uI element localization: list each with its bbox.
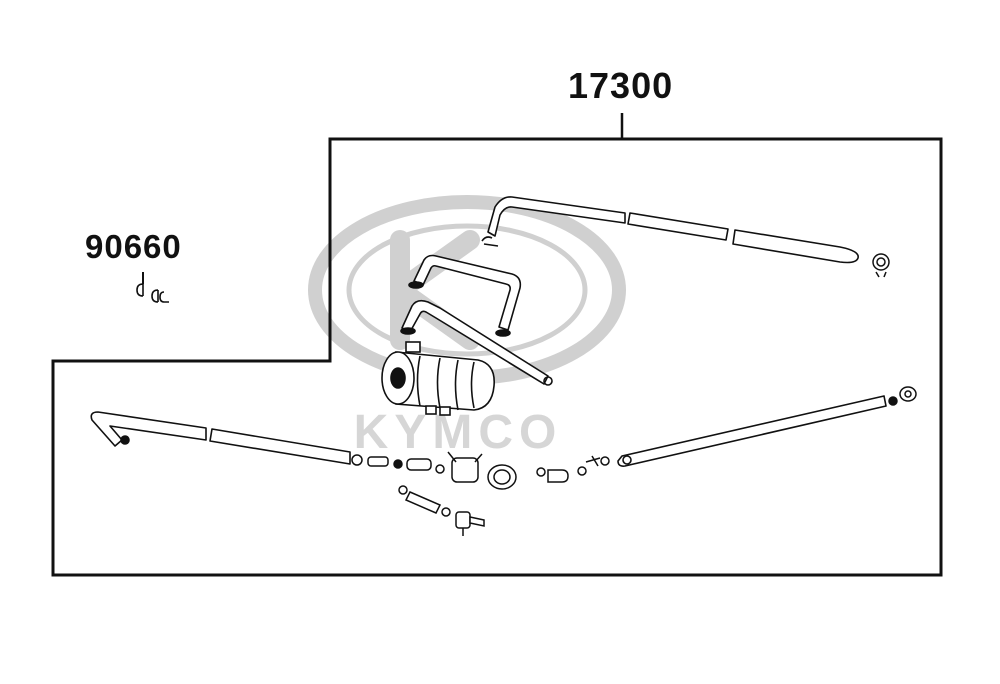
assembly-frame xyxy=(51,137,943,577)
callout-part-number-17300: 17300 xyxy=(568,65,674,106)
watermark-text: KYMCO xyxy=(354,406,563,459)
bent-breather-hose xyxy=(408,254,522,337)
canister-hose xyxy=(400,299,553,386)
solenoid-valve-icon xyxy=(447,451,610,490)
hose-end-fitting-right-icon xyxy=(888,386,917,406)
small-fittings-left xyxy=(351,454,445,474)
watermark-logo xyxy=(308,195,626,385)
left-long-hose xyxy=(90,411,351,465)
callout-part-number-90660: 90660 xyxy=(85,228,182,265)
upper-long-hose xyxy=(481,196,859,264)
lower-pipe-fitting xyxy=(398,485,485,536)
hose-clamp-upper-right-icon xyxy=(872,253,890,278)
right-long-hose xyxy=(617,395,887,467)
charcoal-canister-icon xyxy=(381,341,495,416)
clip-90660-icon xyxy=(136,283,169,303)
